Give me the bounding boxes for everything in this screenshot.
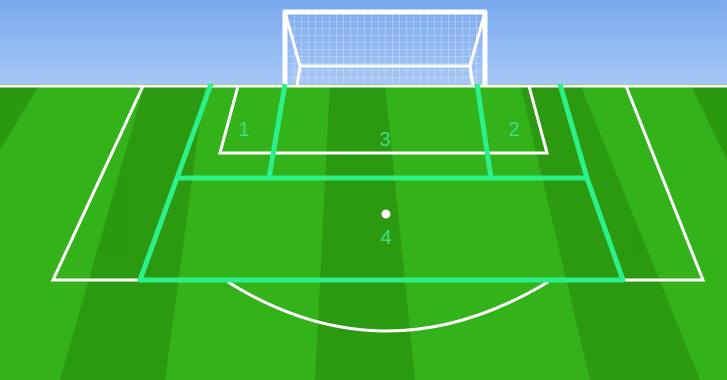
goal-net (289, 14, 481, 82)
goal (285, 12, 485, 86)
zone-label-1: 1 (238, 119, 249, 141)
zone-label-2: 2 (508, 119, 519, 141)
zone-label-3: 3 (379, 129, 390, 151)
zone-label-4: 4 (380, 227, 391, 249)
penalty-spot (382, 210, 391, 219)
